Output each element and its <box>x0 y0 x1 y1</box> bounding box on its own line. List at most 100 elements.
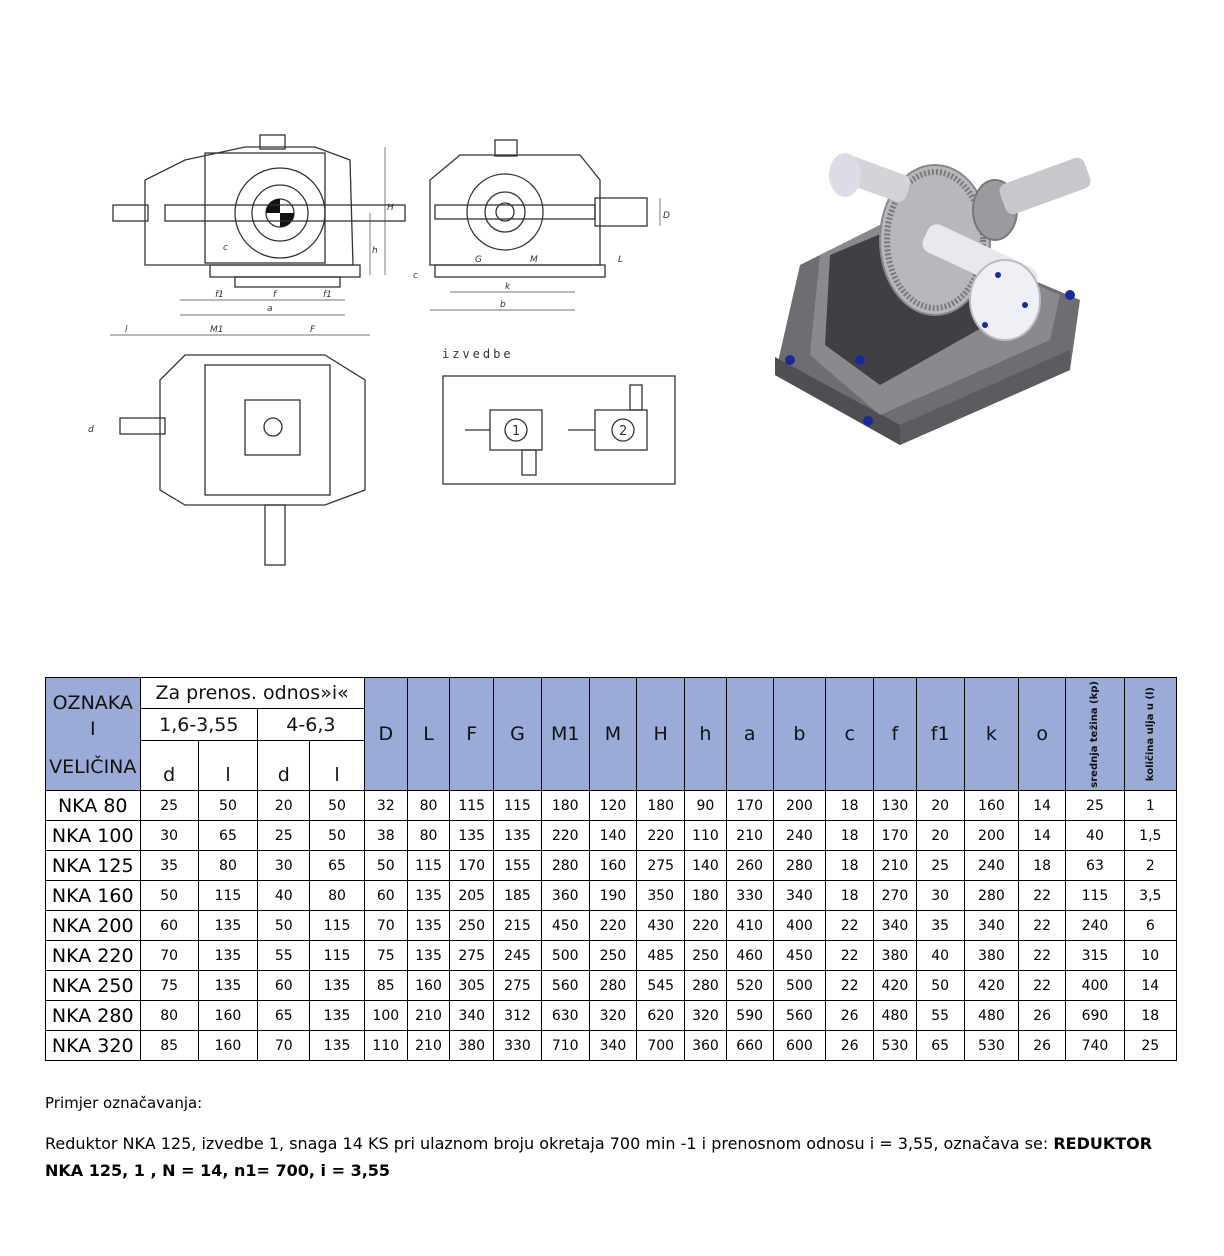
table-cell: 32 <box>363 790 408 821</box>
table-cell: 50 <box>363 850 408 881</box>
table-cell: 115 <box>309 940 365 971</box>
table-cell: 500 <box>772 970 827 1001</box>
side-view-drawing: G M L D k b c <box>413 139 670 311</box>
table-cell: 135 <box>406 910 451 941</box>
table-cell: 530 <box>963 1030 1020 1061</box>
table-cell: 140 <box>588 820 638 851</box>
row-size-label: NKA 125 <box>45 850 141 881</box>
table-cell: 185 <box>493 880 542 911</box>
header-col-h: h <box>684 677 727 791</box>
table-cell: 545 <box>636 970 686 1001</box>
table-cell: 18 <box>825 880 875 911</box>
row-size-label: NKA 220 <box>45 940 141 971</box>
table-cell: 480 <box>963 1000 1020 1031</box>
table-cell: 25 <box>257 820 311 851</box>
header-ratio-b: 4-6,3 <box>257 708 365 741</box>
table-cell: 18 <box>1123 1000 1178 1031</box>
table-cell: 18 <box>825 820 875 851</box>
table-cell: 18 <box>825 850 875 881</box>
header-col-f1: f1 <box>915 677 965 791</box>
table-cell: 240 <box>963 850 1020 881</box>
table-cell: 80 <box>309 880 365 911</box>
header-col-f: f <box>873 677 917 791</box>
table-cell: 320 <box>684 1000 727 1031</box>
table-cell: 26 <box>1018 1030 1067 1061</box>
table-cell: 50 <box>139 880 199 911</box>
table-cell: 135 <box>493 820 542 851</box>
table-cell: 740 <box>1065 1030 1125 1061</box>
table-cell: 205 <box>449 880 495 911</box>
table-cell: 135 <box>309 970 365 1001</box>
table-cell: 320 <box>588 1000 638 1031</box>
table-cell: 135 <box>449 820 495 851</box>
table-cell: 6 <box>1123 910 1178 941</box>
table-cell: 210 <box>406 1000 451 1031</box>
header-col-b: b <box>772 677 827 791</box>
table-cell: 420 <box>873 970 917 1001</box>
table-cell: 75 <box>139 970 199 1001</box>
table-cell: 485 <box>636 940 686 971</box>
spec-table: OZNAKA I VELIČINA Za prenos. odnos»i« D … <box>45 677 1178 1061</box>
table-cell: 40 <box>915 940 965 971</box>
table-cell: 22 <box>825 970 875 1001</box>
header-l2: l <box>309 740 365 791</box>
table-cell: 63 <box>1065 850 1125 881</box>
table-cell: 14 <box>1123 970 1178 1001</box>
table-cell: 360 <box>540 880 590 911</box>
table-cell: 480 <box>873 1000 917 1031</box>
table-cell: 115 <box>449 790 495 821</box>
dim-label-f1: f1 <box>215 290 224 300</box>
table-cell: 280 <box>540 850 590 881</box>
dim-label-M1: M1 <box>210 325 224 335</box>
header-col-G: G <box>493 677 542 791</box>
table-cell: 630 <box>540 1000 590 1031</box>
table-cell: 410 <box>725 910 774 941</box>
table-cell: 400 <box>772 910 827 941</box>
table-cell: 135 <box>309 1030 365 1061</box>
table-cell: 180 <box>540 790 590 821</box>
row-size-label: NKA 100 <box>45 820 141 851</box>
table-cell: 280 <box>684 970 727 1001</box>
table-cell: 160 <box>963 790 1020 821</box>
dim-label-M: M <box>530 255 538 265</box>
header-col-D: D <box>363 677 408 791</box>
table-cell: 70 <box>363 910 408 941</box>
table-cell: 22 <box>1018 970 1067 1001</box>
table-cell: 250 <box>449 910 495 941</box>
table-cell: 110 <box>363 1030 408 1061</box>
table-cell: 22 <box>825 910 875 941</box>
table-cell: 80 <box>197 850 259 881</box>
row-size-label: NKA 280 <box>45 1000 141 1031</box>
dim-label-f1b: f1 <box>323 290 332 300</box>
table-cell: 215 <box>493 910 542 941</box>
header-col-oil: količina ulja u (l) <box>1123 677 1178 791</box>
table-cell: 380 <box>873 940 917 971</box>
note-text: Reduktor NKA 125, izvedbe 1, snaga 14 KS… <box>45 1130 1185 1184</box>
table-cell: 500 <box>540 940 590 971</box>
header-velicina-text: VELIČINA <box>49 756 137 778</box>
table-cell: 340 <box>873 910 917 941</box>
table-cell: 160 <box>197 1000 259 1031</box>
table-cell: 710 <box>540 1030 590 1061</box>
table-cell: 25 <box>139 790 199 821</box>
table-cell: 380 <box>963 940 1020 971</box>
table-cell: 560 <box>772 1000 827 1031</box>
table-cell: 75 <box>363 940 408 971</box>
top-view-drawing: l M1 F d <box>88 325 370 566</box>
table-cell: 312 <box>493 1000 542 1031</box>
dim-label-D: D <box>663 211 670 221</box>
table-cell: 280 <box>772 850 827 881</box>
row-size-label: NKA 320 <box>45 1030 141 1061</box>
table-cell: 80 <box>139 1000 199 1031</box>
dim-label-l: l <box>125 325 128 335</box>
table-cell: 180 <box>684 880 727 911</box>
table-cell: 430 <box>636 910 686 941</box>
dim-label-G: G <box>475 255 482 265</box>
header-oil-text: količina ulja u (l) <box>1144 686 1156 782</box>
